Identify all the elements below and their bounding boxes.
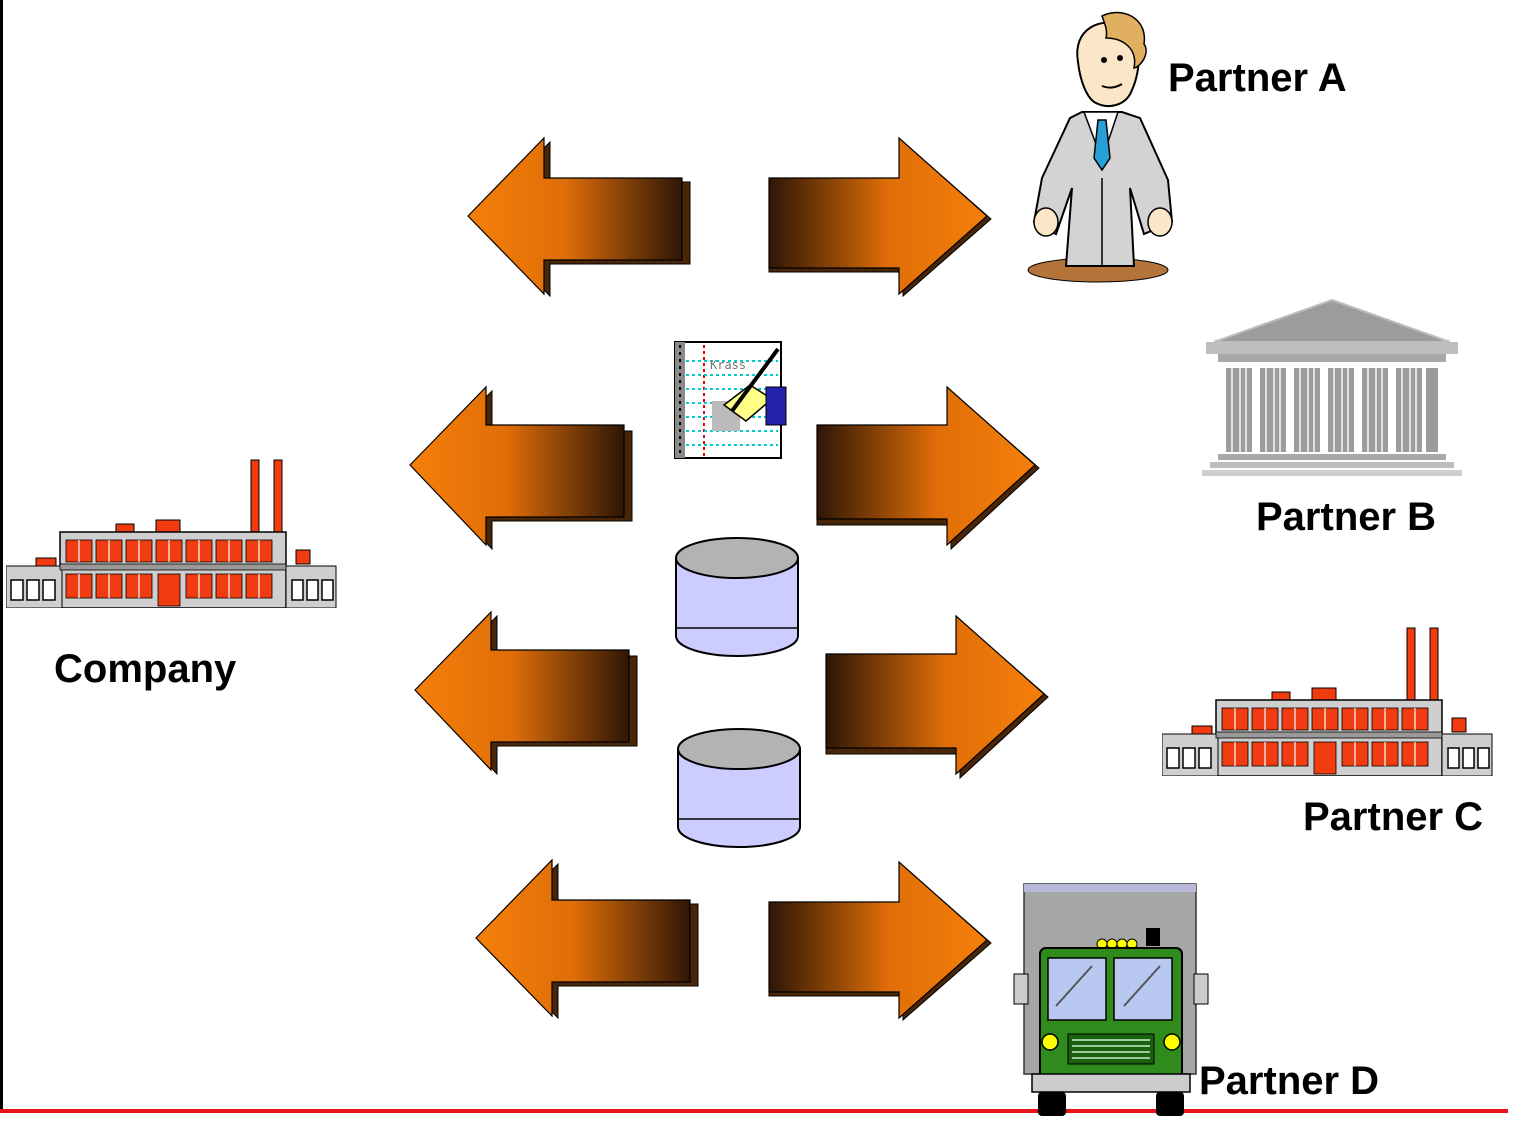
arrow-right-row4 <box>768 860 992 1022</box>
delivery-truck-icon <box>1013 883 1209 1116</box>
database-icon-upper <box>675 537 799 657</box>
arrow-left-row2 <box>409 385 633 551</box>
arrow-left-row3 <box>414 610 638 776</box>
partner-d-label: Partner D <box>1199 1059 1380 1103</box>
factory-icon-partner-c <box>1162 627 1493 776</box>
svg-text:Krass: Krass <box>710 358 746 372</box>
arrow-right-row1 <box>768 136 992 298</box>
partner-b-label: Partner B <box>1256 495 1437 539</box>
partner-a-label: Partner A <box>1168 56 1347 100</box>
arrow-right-row2 <box>816 385 1040 551</box>
partner-c-label: Partner C <box>1303 795 1484 839</box>
factory-icon <box>6 459 337 608</box>
arrow-left-row4 <box>475 858 699 1020</box>
arrow-right-row3 <box>825 614 1049 780</box>
company-label: Company <box>54 647 237 691</box>
database-icon-lower <box>677 728 801 848</box>
businessman-icon <box>1027 11 1174 283</box>
bottom-rule <box>0 1109 1508 1113</box>
document-edit-icon: Krass <box>674 341 787 459</box>
arrow-left-row1 <box>467 136 691 298</box>
left-border <box>0 0 3 1110</box>
bank-building-icon <box>1202 298 1462 476</box>
